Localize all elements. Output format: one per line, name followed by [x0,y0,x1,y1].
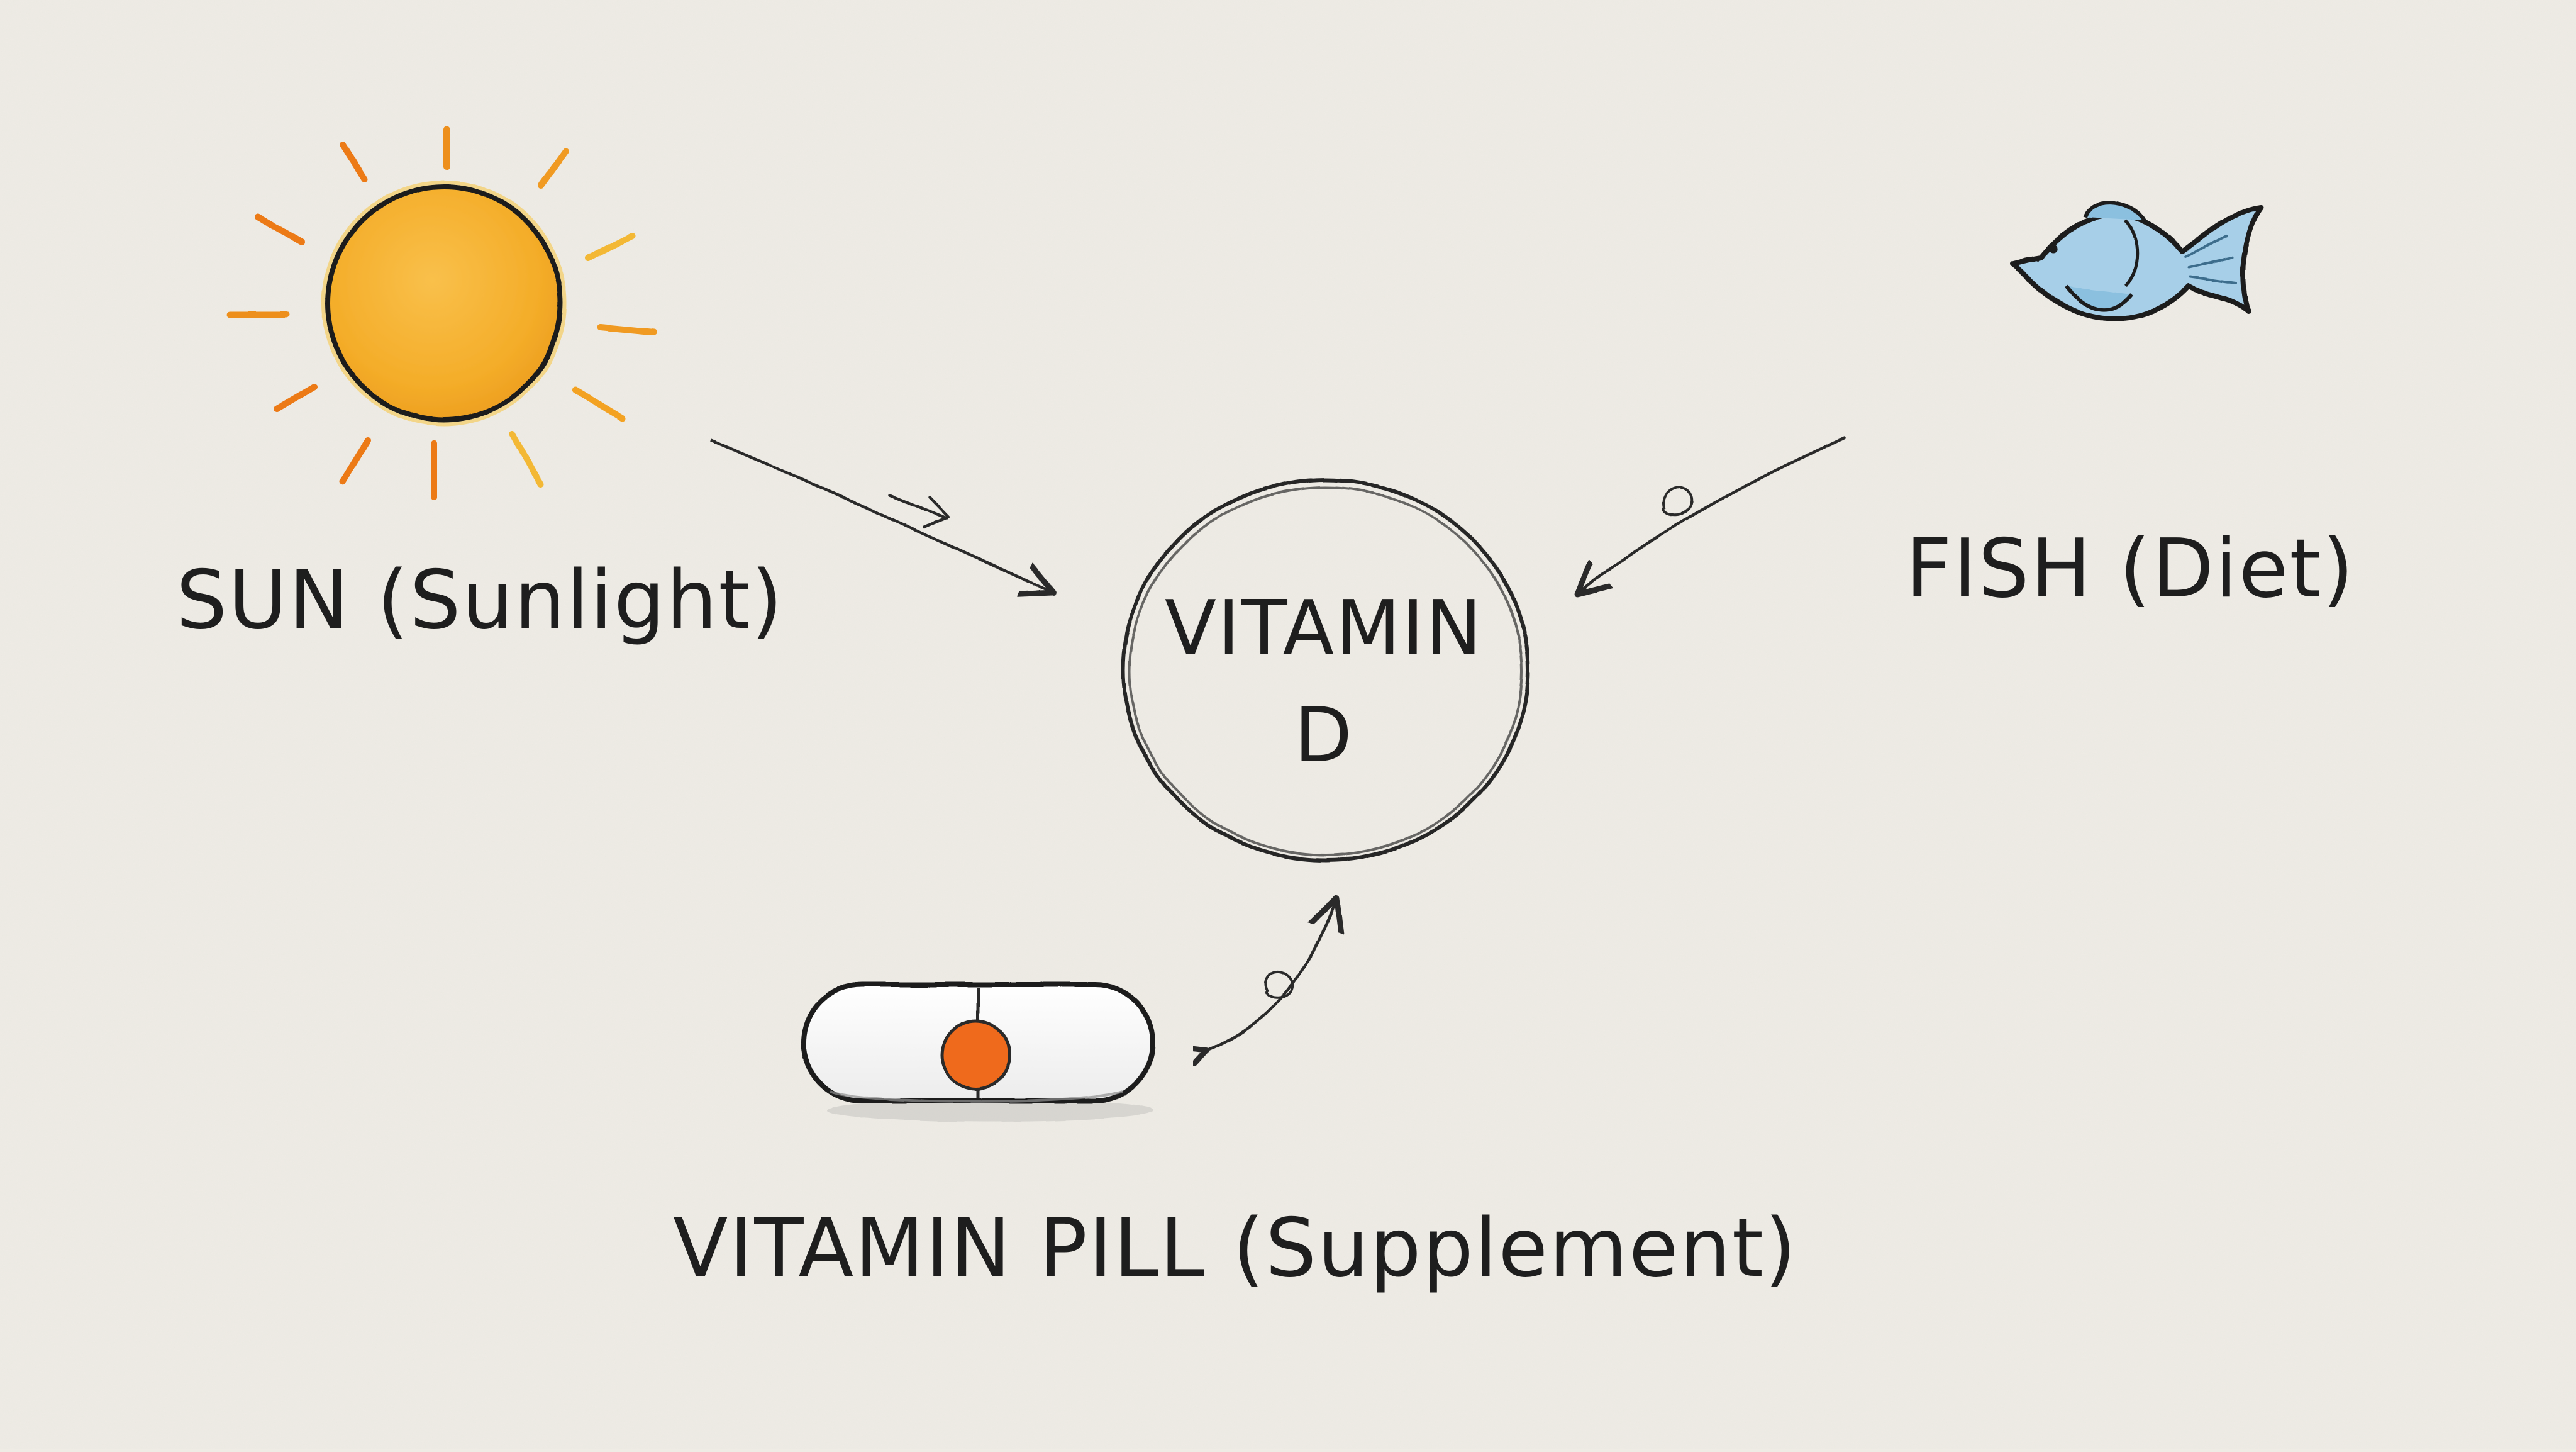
sun-label: SUN (Sunlight) [176,554,784,647]
pill-to-vitamin-arrow [1206,898,1336,1051]
vitamin-pill-label: VITAMIN PILL (Supplement) [673,1202,1797,1295]
vitamin-pill-icon [801,982,1155,1122]
sun-icon [226,126,657,500]
fish-to-vitamin-arrow [1577,435,1846,595]
fish-label: FISH (Diet) [1906,522,2355,616]
vitamin-d-title-line-2: D [1294,692,1354,779]
sun-to-vitamin-arrow [710,438,1053,593]
fish-icon [2010,201,2263,322]
vitamin-d-title-line-1: VITAMIN [1164,585,1484,673]
vitamin-d-circle [1121,478,1530,862]
